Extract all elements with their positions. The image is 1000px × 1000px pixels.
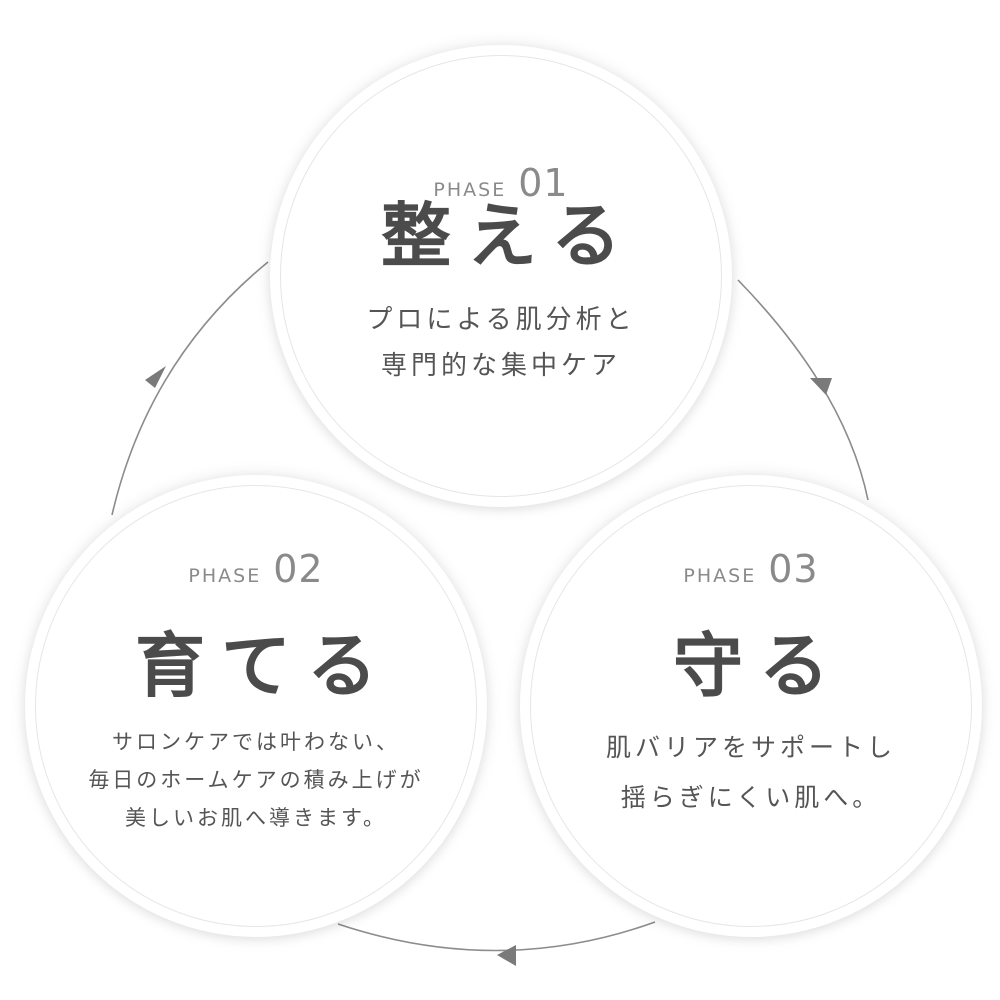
phase-03-description: 肌バリアをサポートし 揺らぎにくい肌へ。 [520, 723, 982, 823]
phase-02-description: サロンケアでは叶わない、 毎日のホームケアの積み上げが 美しいお肌へ導きます。 [25, 723, 487, 837]
phase-02-heading: PHASE 02 [25, 547, 487, 591]
phase-03-heading: PHASE 03 [520, 547, 982, 591]
phase-02-title: 育てる [135, 625, 393, 707]
description-line: 肌バリアをサポートし [605, 733, 896, 762]
description-line: 揺らぎにくい肌へ。 [620, 783, 882, 812]
phase-number: 01 [518, 161, 569, 205]
phase-number: 03 [768, 547, 819, 591]
phase-number: 02 [273, 547, 324, 591]
phase-label: PHASE [683, 565, 757, 587]
description-line: 専門的な集中ケア [380, 351, 621, 381]
phase-label: PHASE [433, 179, 507, 201]
phase-02-circle: PHASE 02 育てる サロンケアでは叶わない、 毎日のホームケアの積み上げが … [25, 475, 487, 937]
arc-phase1-to-phase3 [737, 279, 869, 501]
description-line: サロンケアでは叶わない、 [112, 730, 400, 754]
phase-01-inner-ring [280, 55, 722, 497]
phase-03-inner-ring [530, 485, 972, 927]
phase-label: PHASE [188, 565, 262, 587]
arrow-up-right-icon [145, 366, 166, 388]
arc-phase3-to-phase2 [337, 921, 656, 952]
phase-02-inner-ring [35, 485, 477, 927]
phase-01-circle: PHASE 01 整える プロによる肌分析と 専門的な集中ケア [270, 45, 732, 507]
arrow-down-right-icon [810, 378, 832, 395]
description-line: 毎日のホームケアの積み上げが [88, 768, 424, 792]
phase-03-title: 守る [673, 625, 845, 707]
phase-01-heading: PHASE 01 [270, 161, 732, 205]
phase-01-description: プロによる肌分析と 専門的な集中ケア [270, 297, 732, 389]
arrow-left-icon [497, 945, 516, 966]
arc-phase2-to-phase1 [111, 261, 269, 516]
phase-03-circle: PHASE 03 守る 肌バリアをサポートし 揺らぎにくい肌へ。 [520, 475, 982, 937]
description-line: 美しいお肌へ導きます。 [125, 806, 387, 830]
description-line: プロによる肌分析と [366, 305, 636, 335]
phase-01-title: 整える [381, 195, 637, 277]
